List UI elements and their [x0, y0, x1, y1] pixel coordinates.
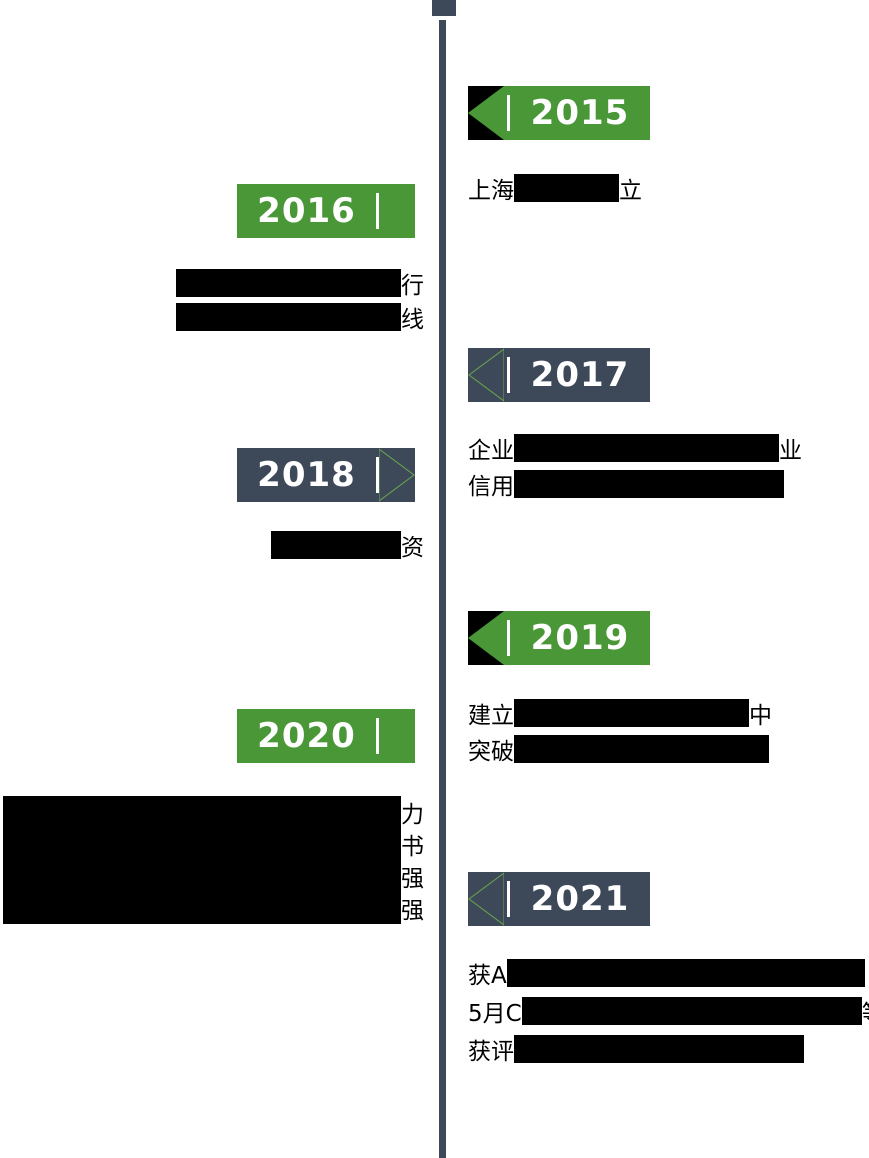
left-arrow-icon: [468, 348, 504, 402]
milestone-text-line: 资: [0, 528, 424, 562]
visible-text: 获A: [468, 963, 507, 989]
redaction-bar: [514, 1035, 804, 1063]
year-badge-2015: 2015: [468, 86, 650, 140]
redaction-bar: [3, 892, 401, 924]
redaction-bar: [176, 269, 401, 297]
year-badge-2016: 2016: [237, 184, 415, 238]
year-label: 2016: [257, 191, 356, 231]
year-label: 2018: [257, 455, 356, 495]
visible-text: 5月C: [468, 1001, 522, 1027]
visible-text: 强: [401, 866, 424, 892]
milestone-text-2021: 获A 5月C 等 获评: [468, 954, 869, 1068]
visible-text: 行: [401, 273, 424, 299]
visible-text: 线: [401, 307, 424, 333]
year-badge-2021: 2021: [468, 872, 650, 926]
redaction-bar: [514, 735, 769, 763]
visible-text: 业: [779, 438, 802, 464]
milestone-text-2019: 建立 中 突破: [468, 695, 772, 767]
left-arrow-icon: [468, 611, 504, 665]
year-label: 2021: [530, 879, 630, 919]
visible-text: 信用: [468, 474, 514, 500]
redaction-bar: [514, 470, 784, 498]
visible-text: 上海: [468, 178, 514, 204]
redaction-bar: [514, 174, 619, 202]
milestone-text-line: 突破: [468, 731, 772, 767]
milestone-text-2016: 行 线: [0, 266, 424, 334]
left-arrow-icon: [468, 872, 504, 926]
milestone-text-line: 获评: [468, 1030, 869, 1068]
separator-bar: [507, 620, 510, 656]
milestone-text-line: 信用: [468, 466, 802, 502]
redaction-bar: [3, 828, 401, 860]
redaction-bar: [514, 434, 779, 462]
milestone-text-line: 企业 业: [468, 430, 802, 466]
left-arrow-icon: [468, 86, 504, 140]
separator-bar: [507, 881, 510, 917]
redaction-bar: [514, 699, 749, 727]
milestone-text-2015: 上海 立: [468, 170, 642, 206]
milestone-text-line: 强: [0, 860, 424, 892]
visible-text: 等: [862, 994, 869, 1028]
milestone-text-line: 行: [0, 266, 424, 300]
visible-text: 建立: [468, 703, 514, 729]
visible-text: 企业: [468, 438, 514, 464]
year-label: 2017: [530, 355, 630, 395]
separator-bar: [507, 357, 510, 393]
milestone-text-line: 书: [0, 828, 424, 860]
visible-text: 强: [401, 898, 424, 924]
redaction-bar: [506, 959, 865, 987]
visible-text: 立: [619, 178, 642, 204]
timeline-cap: [432, 0, 456, 16]
year-badge-2017: 2017: [468, 348, 650, 402]
year-badge-2020: 2020: [237, 709, 415, 763]
separator-bar: [376, 457, 379, 493]
redaction-bar: [3, 796, 401, 828]
right-arrow-icon: [379, 448, 415, 502]
year-label: 2015: [530, 93, 630, 133]
separator-bar: [376, 718, 379, 754]
separator-bar: [376, 193, 379, 229]
milestone-text-line: 强: [0, 892, 424, 924]
year-badge-2018: 2018: [237, 448, 415, 502]
redaction-bar: [271, 531, 401, 559]
milestone-text-line: 5月C 等: [468, 992, 869, 1030]
redaction-bar: [176, 303, 401, 331]
milestone-text-2020: 力 书 强 强: [0, 796, 424, 924]
milestone-text-line: 建立 中: [468, 695, 772, 731]
separator-bar: [507, 95, 510, 131]
year-badge-2019: 2019: [468, 611, 650, 665]
milestone-text-line: 上海 立: [468, 170, 642, 206]
visible-text: 中: [749, 703, 772, 729]
milestone-text-2017: 企业 业 信用: [468, 430, 802, 502]
timeline-line: [439, 20, 446, 1158]
milestone-text-line: 线: [0, 300, 424, 334]
right-arrow-zone: [379, 709, 415, 763]
visible-text: 书: [401, 834, 424, 860]
visible-text: 获评: [468, 1039, 514, 1065]
right-arrow-zone: [379, 184, 415, 238]
visible-text: 力: [401, 802, 424, 828]
redaction-bar: [521, 997, 862, 1025]
milestone-text-2018: 资: [0, 528, 424, 562]
visible-text: 突破: [468, 739, 514, 765]
milestone-text-line: 力: [0, 796, 424, 828]
visible-text: 资: [401, 535, 424, 561]
redaction-bar: [3, 860, 401, 892]
year-label: 2019: [530, 618, 630, 658]
milestone-text-line: 获A: [468, 954, 869, 992]
year-label: 2020: [257, 716, 356, 756]
